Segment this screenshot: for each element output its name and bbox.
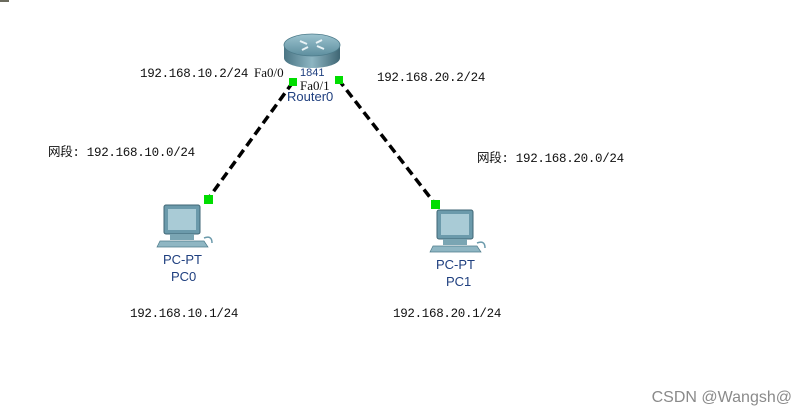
link-light-pc0: [204, 195, 213, 204]
pc0-name-label: PC0: [171, 269, 197, 284]
router-name-label: Router0: [287, 89, 334, 104]
router-port-fa00: Fa0/0: [254, 65, 284, 80]
link-light-router-fa01: [335, 76, 343, 84]
link-router-pc0[interactable]: [206, 80, 295, 201]
router-icon[interactable]: [283, 33, 341, 68]
router-model-label: 1841: [300, 67, 325, 79]
pc1-name-label: PC1: [446, 274, 472, 289]
pc1-ip-label: 192.168.20.1/24: [393, 307, 502, 321]
segment-left-label: 网段: 192.168.10.0/24: [48, 146, 195, 160]
pc0-icon[interactable]: [156, 204, 213, 248]
pc0-type-label: PC-PT: [163, 252, 202, 267]
router-left-ip-label: 192.168.10.2/24: [140, 67, 249, 81]
corner-artifact: [0, 0, 9, 2]
router-port-fa01: Fa0/1: [300, 78, 330, 93]
pc1-icon[interactable]: [429, 209, 486, 253]
router-right-ip-label: 192.168.20.2/24: [377, 71, 486, 85]
pc0-ip-label: 192.168.10.1/24: [130, 307, 239, 321]
segment-right-label: 网段: 192.168.20.0/24: [477, 152, 624, 166]
link-light-router-fa00: [289, 78, 297, 86]
link-router-pc1[interactable]: [336, 77, 438, 207]
link-light-pc1: [431, 200, 440, 209]
pc1-type-label: PC-PT: [436, 257, 475, 272]
watermark: CSDN @Wangsh@: [651, 389, 792, 406]
